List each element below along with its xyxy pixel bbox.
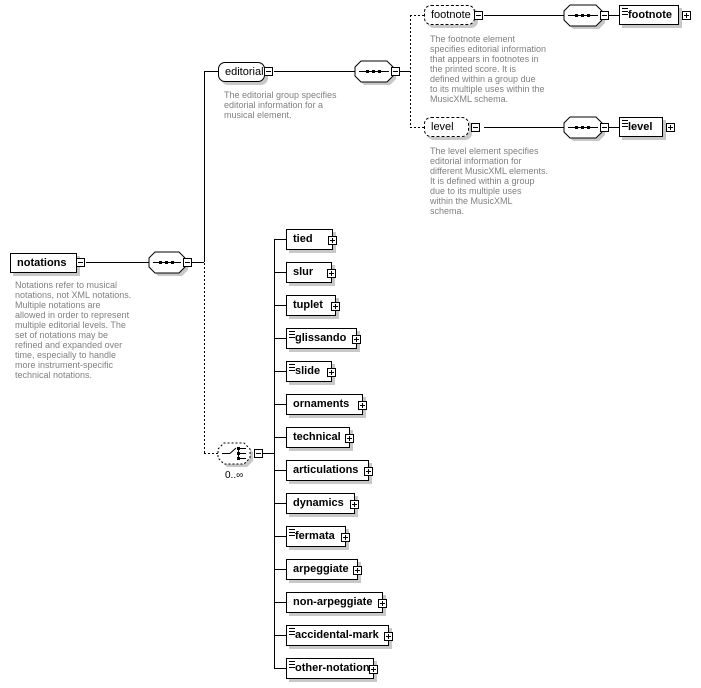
sequence-connector-root [148, 251, 188, 276]
level-ref-label: level [431, 121, 454, 133]
child-element-fermata[interactable]: fermata [286, 526, 346, 547]
documented-element-icon [622, 120, 628, 127]
footnote-element[interactable]: footnote [619, 5, 679, 25]
child-expand-icon[interactable] [350, 499, 359, 509]
child-expand-icon[interactable] [345, 433, 354, 443]
child-element-articulations[interactable]: articulations [286, 460, 369, 481]
sequence-connector-editorial [354, 60, 396, 85]
documented-element-icon [289, 661, 295, 668]
footnote-group-ref[interactable]: footnote [424, 5, 475, 25]
level-sequence-collapse-icon[interactable] [600, 123, 609, 132]
notations-documentation: Notations refer to musical notations, no… [15, 280, 132, 380]
child-element-label: non-arpeggiate [293, 596, 373, 608]
child-element-label: technical [293, 431, 341, 443]
choice-connector [217, 442, 253, 467]
child-element-label: slur [293, 266, 314, 278]
child-element-label: tuplet [293, 299, 323, 311]
editorial-documentation: The editorial group specifies editorial … [224, 90, 337, 120]
child-element-glissando[interactable]: glissando [286, 328, 357, 349]
child-expand-icon[interactable] [341, 532, 350, 542]
footnote-sequence-collapse-icon[interactable] [600, 11, 609, 20]
notations-label: notations [17, 257, 67, 269]
child-element-slur[interactable]: slur [286, 262, 332, 283]
child-element-non-arpeggiate[interactable]: non-arpeggiate [286, 592, 383, 613]
footnote-element-label: footnote [628, 9, 672, 21]
child-expand-icon[interactable] [328, 235, 337, 245]
child-element-label: articulations [293, 464, 359, 476]
child-expand-icon[interactable] [378, 598, 387, 608]
level-group-ref[interactable]: level [424, 117, 469, 137]
level-element-label: level [628, 121, 653, 133]
child-expand-icon[interactable] [331, 301, 340, 311]
documented-element-icon [622, 8, 628, 15]
level-ref-collapse-icon[interactable] [471, 123, 480, 132]
child-element-ornaments[interactable]: ornaments [286, 394, 363, 415]
notations-collapse-icon[interactable] [76, 258, 85, 267]
child-expand-icon[interactable] [369, 664, 378, 674]
child-element-slide[interactable]: slide [286, 361, 332, 382]
choice-collapse-icon[interactable] [254, 449, 263, 458]
child-element-accidental-mark[interactable]: accidental-mark [286, 625, 389, 646]
child-element-label: arpeggiate [293, 563, 349, 575]
footnote-ref-collapse-icon[interactable] [474, 11, 483, 20]
child-element-arpeggiate[interactable]: arpeggiate [286, 559, 358, 580]
child-element-label: tied [293, 233, 313, 245]
child-element-label: fermata [295, 530, 335, 542]
sequence-connector-footnote [563, 4, 605, 29]
documented-element-icon [289, 364, 295, 371]
child-expand-icon[interactable] [327, 367, 336, 377]
child-expand-icon[interactable] [352, 334, 361, 344]
level-expand-icon[interactable] [666, 123, 675, 132]
documented-element-icon [289, 529, 295, 536]
child-element-label: slide [295, 365, 321, 377]
editorial-sequence-collapse-icon[interactable] [391, 67, 400, 76]
documented-element-icon [289, 628, 295, 635]
child-expand-icon[interactable] [384, 631, 393, 641]
level-documentation: The level element specifies editorial in… [430, 146, 549, 216]
footnote-documentation: The footnote element specifies editorial… [430, 34, 547, 104]
child-element-label: other-notation [295, 662, 370, 674]
footnote-ref-label: footnote [431, 9, 471, 21]
editorial-group[interactable]: editorial [218, 62, 265, 82]
editorial-collapse-icon[interactable] [264, 67, 273, 76]
child-expand-icon[interactable] [327, 268, 336, 278]
documented-element-icon [289, 331, 295, 338]
footnote-expand-icon[interactable] [682, 11, 691, 20]
editorial-label: editorial [225, 66, 264, 78]
child-element-label: accidental-mark [295, 629, 379, 641]
child-element-technical[interactable]: technical [286, 427, 350, 448]
child-element-label: dynamics [293, 497, 344, 509]
notations-element[interactable]: notations [10, 253, 77, 273]
root-sequence-collapse-icon[interactable] [183, 258, 192, 267]
child-element-tuplet[interactable]: tuplet [286, 295, 336, 316]
choice-cardinality: 0..∞ [225, 470, 244, 481]
child-expand-icon[interactable] [358, 400, 367, 410]
child-expand-icon[interactable] [364, 466, 373, 476]
level-element[interactable]: level [619, 117, 663, 137]
child-element-other-notation[interactable]: other-notation [286, 658, 374, 679]
child-element-label: glissando [295, 332, 347, 344]
child-expand-icon[interactable] [353, 565, 362, 575]
child-element-tied[interactable]: tied [286, 229, 333, 250]
child-element-dynamics[interactable]: dynamics [286, 493, 355, 514]
sequence-connector-level [563, 116, 605, 141]
child-element-label: ornaments [293, 398, 350, 410]
